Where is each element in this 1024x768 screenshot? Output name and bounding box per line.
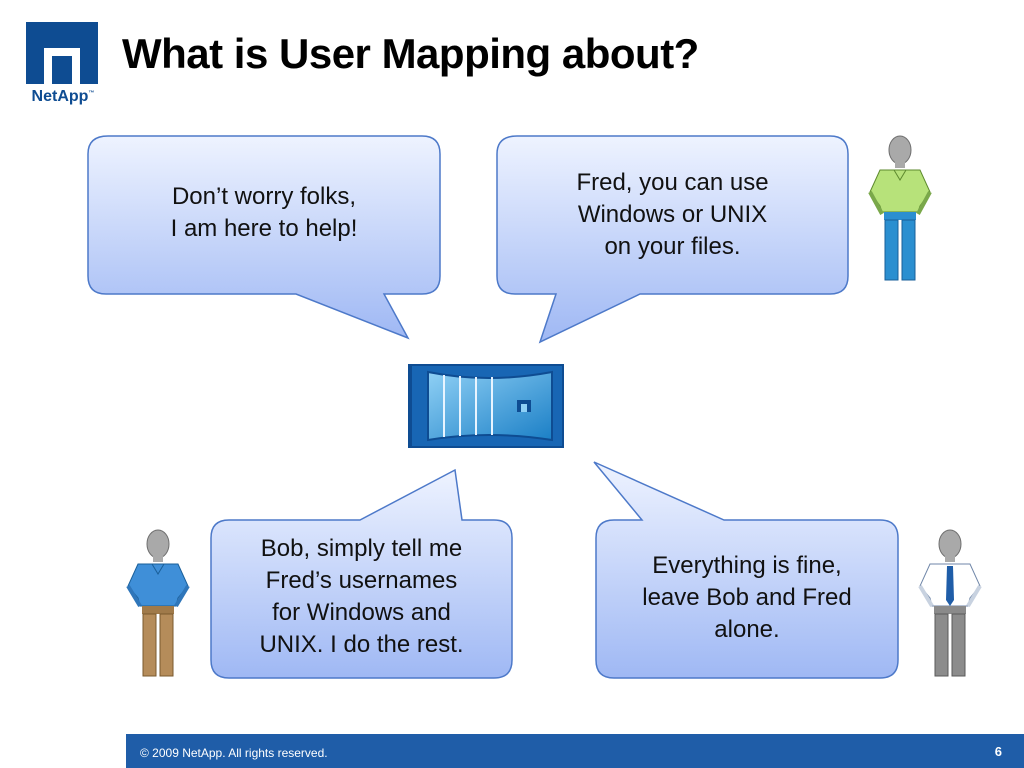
page-number: 6 — [994, 744, 1002, 759]
text-line: Everything is fine, — [652, 552, 842, 579]
text-line: alone. — [714, 616, 780, 643]
bubble-text-bottom-right: Everything is fine, leave Bob and Fred a… — [596, 550, 898, 646]
speech-bubble-bottom-left — [210, 468, 513, 679]
person-green-shirt-icon — [868, 135, 932, 281]
text-line: for Windows and — [272, 599, 451, 626]
speech-bubble-top-left — [87, 135, 441, 340]
netapp-storage-appliance-icon — [408, 364, 564, 448]
netapp-logo: NetApp™ — [22, 22, 102, 110]
text-line: Windows or UNIX — [577, 201, 768, 228]
text-line: Fred’s usernames — [265, 567, 458, 594]
text-line: UNIX. I do the rest. — [259, 631, 464, 658]
text-line: leave Bob and Fred — [642, 584, 852, 611]
copyright-text: © 2009 NetApp. All rights reserved. — [140, 746, 328, 760]
bubble-text-top-left: Don’t worry folks, I am here to help! — [88, 181, 440, 245]
logo-wordmark: NetApp™ — [31, 88, 95, 105]
text-line: Bob, simply tell me — [260, 535, 463, 562]
text-line: Don’t worry folks, — [171, 183, 357, 210]
page-title: What is User Mapping about? — [122, 30, 699, 77]
text-line: I am here to help! — [170, 215, 358, 242]
netapp-logo-mark-icon — [26, 22, 98, 84]
speech-bubble-top-right — [496, 135, 849, 344]
diagram-canvas — [87, 135, 982, 679]
footer-bar: © 2009 NetApp. All rights reserved. 6 — [126, 734, 1024, 768]
person-white-shirt-tie-icon — [918, 529, 982, 677]
bubble-text-bottom-left: Bob, simply tell me Fred’s usernames for… — [211, 533, 512, 661]
text-line: on your files. — [604, 233, 741, 260]
speech-bubble-bottom-right — [593, 461, 899, 679]
bubble-text-top-right: Fred, you can use Windows or UNIX on you… — [497, 167, 848, 263]
text-line: Fred, you can use — [576, 169, 769, 196]
person-blue-shirt-icon — [126, 529, 190, 677]
